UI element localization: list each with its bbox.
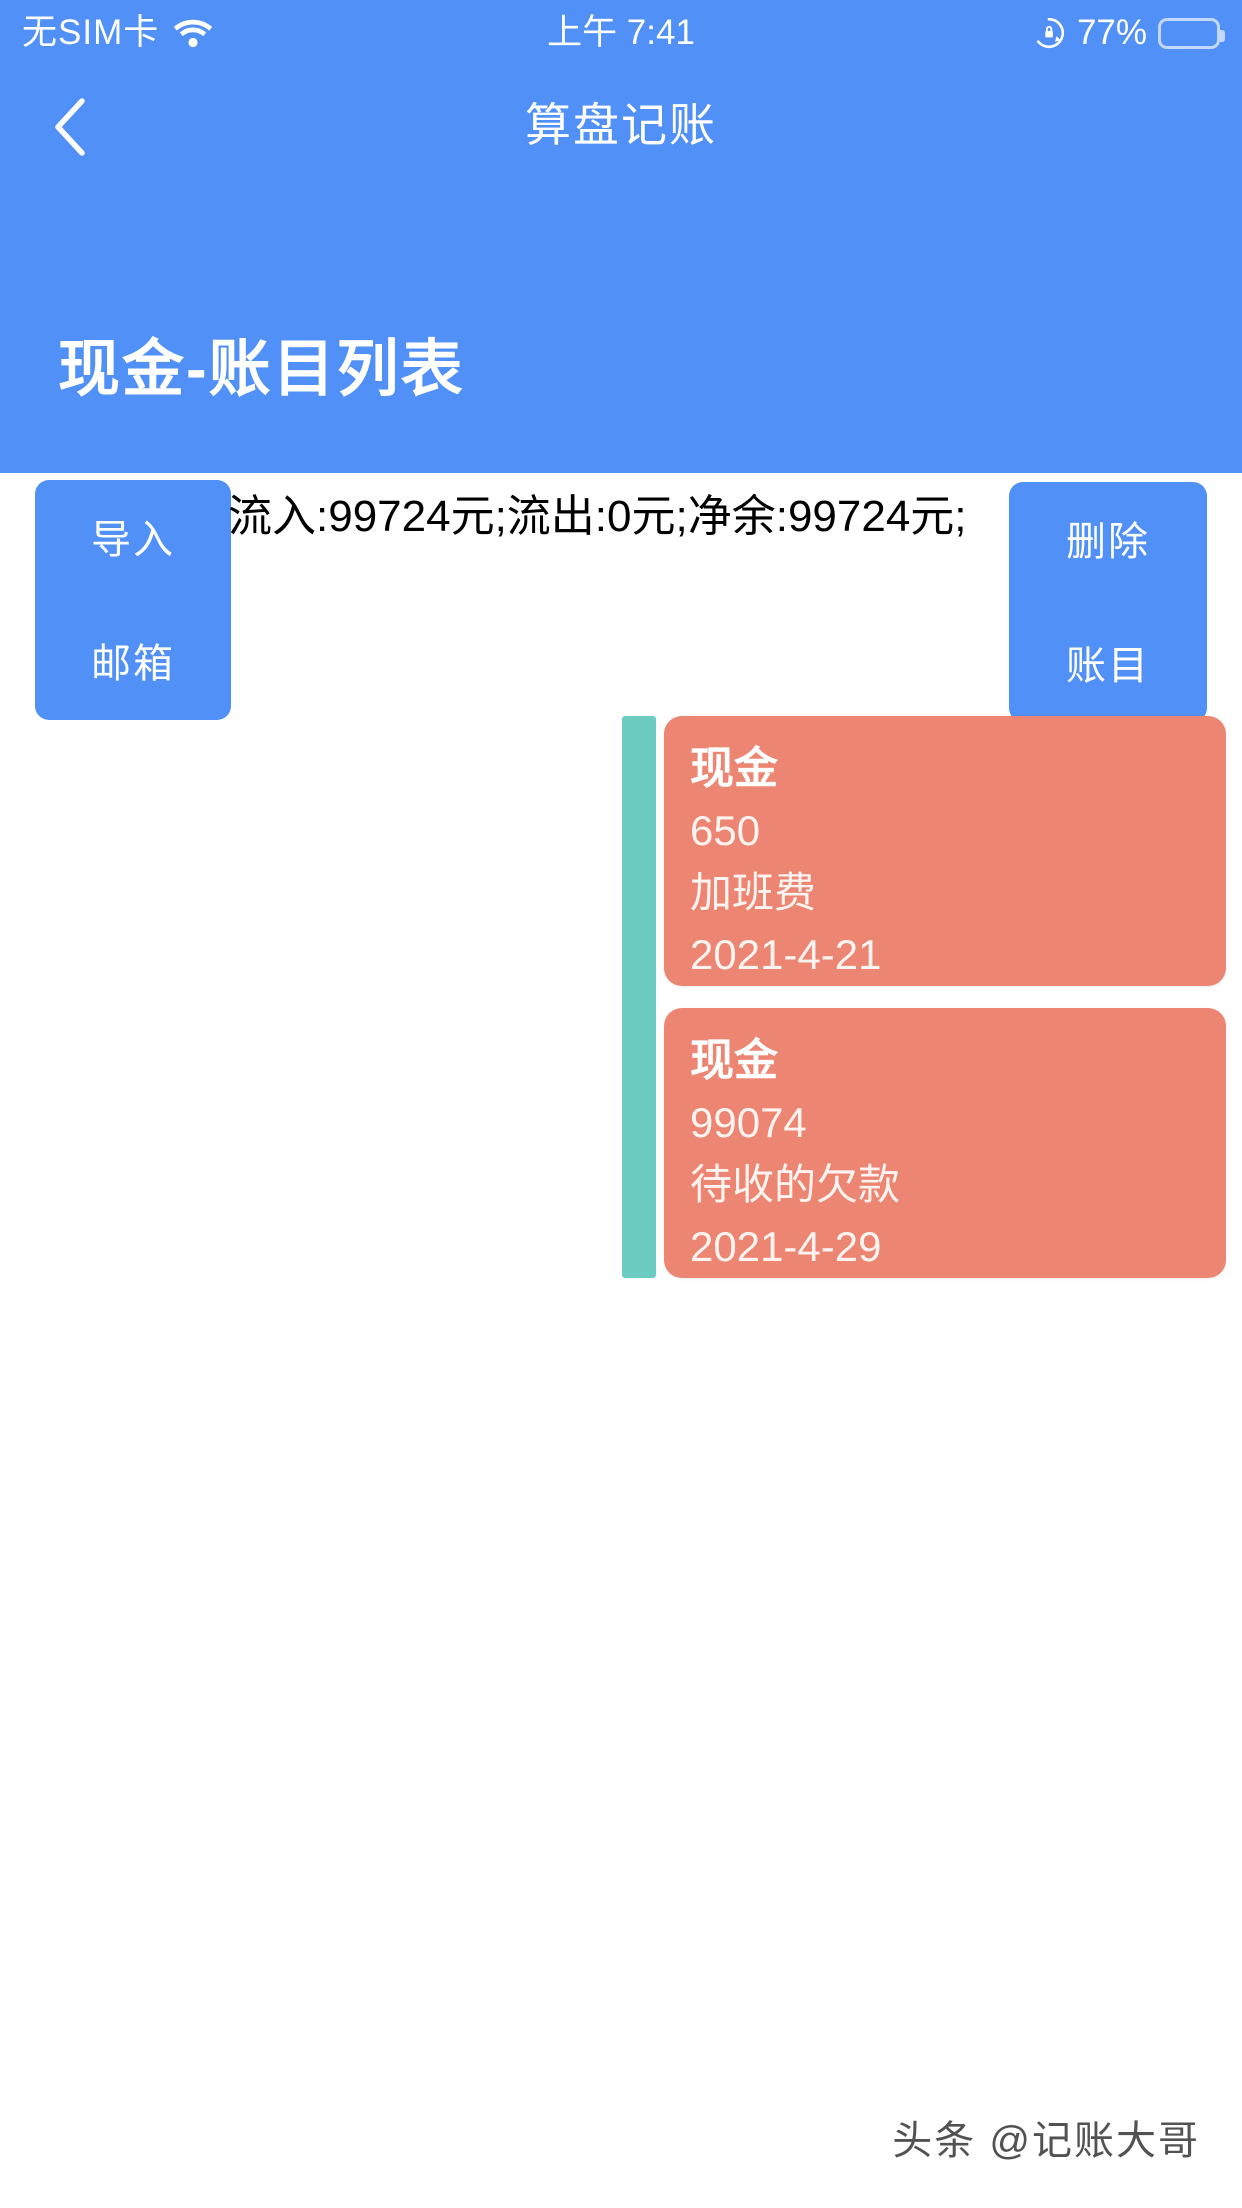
back-button[interactable]	[32, 90, 110, 164]
entry-card-container: 现金 650 加班费 2021-4-21 现金 99074 待收的欠款 2021…	[664, 716, 1226, 1300]
app-title: 算盘记账	[525, 99, 717, 151]
entry-note: 待收的欠款	[690, 1161, 901, 1208]
page-title: 现金-账目列表	[58, 335, 465, 404]
table-row[interactable]: 现金 650 加班费 2021-4-21	[664, 716, 1226, 986]
delete-entry-button[interactable]: 删除 账目	[1009, 482, 1207, 722]
navigation-bar: 算盘记账	[0, 66, 1242, 178]
status-bar: 无SIM卡 上午 7:41 77%	[0, 0, 1242, 66]
header-background	[0, 0, 1242, 473]
carrier-label: 无SIM卡	[22, 13, 160, 52]
list-accent-bar	[622, 716, 656, 1278]
entry-date: 2021-4-21	[690, 931, 882, 978]
summary-text: 流入:99724元;流出:0元;净余:99724元;	[228, 492, 967, 541]
import-email-button[interactable]: 导入 邮箱	[35, 480, 231, 720]
wifi-icon	[173, 18, 213, 48]
entry-date: 2021-4-29	[690, 1223, 882, 1270]
status-bar-left: 无SIM卡	[22, 7, 213, 59]
delete-entry-button-line2: 账目	[1066, 644, 1150, 688]
import-email-button-line1: 导入	[91, 518, 175, 562]
entry-amount: 99074	[690, 1099, 807, 1146]
entry-account: 现金	[690, 1036, 778, 1085]
status-bar-clock: 上午 7:41	[547, 13, 695, 52]
import-email-button-line2: 邮箱	[91, 642, 175, 686]
entry-account: 现金	[690, 744, 778, 793]
entry-note: 加班费	[690, 869, 817, 916]
battery-icon	[1158, 17, 1225, 49]
battery-percent-label: 77%	[1076, 13, 1147, 52]
delete-entry-button-line1: 删除	[1066, 520, 1150, 564]
status-bar-right: 77%	[1032, 7, 1225, 59]
entry-amount: 650	[690, 807, 761, 854]
watermark: 头条 @记账大哥	[892, 2119, 1200, 2163]
rotation-lock-icon	[1032, 16, 1066, 50]
table-row[interactable]: 现金 99074 待收的欠款 2021-4-29	[664, 1008, 1226, 1278]
chevron-left-icon	[51, 96, 91, 158]
